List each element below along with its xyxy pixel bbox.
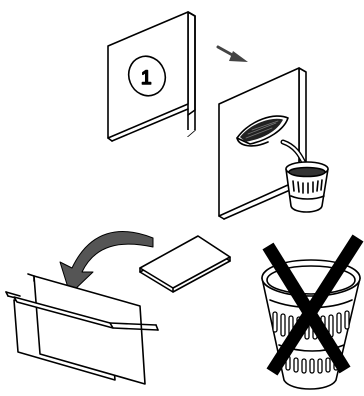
- leaflet-icon: [140, 236, 230, 292]
- spout-icon: [237, 116, 288, 146]
- number-circle-icon: 1: [123, 51, 171, 102]
- folder-icon: [6, 274, 158, 384]
- curved-arrow-icon: [60, 232, 153, 294]
- prohibited-x-icon: [268, 238, 358, 372]
- step-one-panel: 1: [108, 12, 195, 141]
- step-number: 1: [141, 68, 152, 89]
- arrow-icon: [218, 47, 248, 62]
- cup-icon: [286, 162, 328, 212]
